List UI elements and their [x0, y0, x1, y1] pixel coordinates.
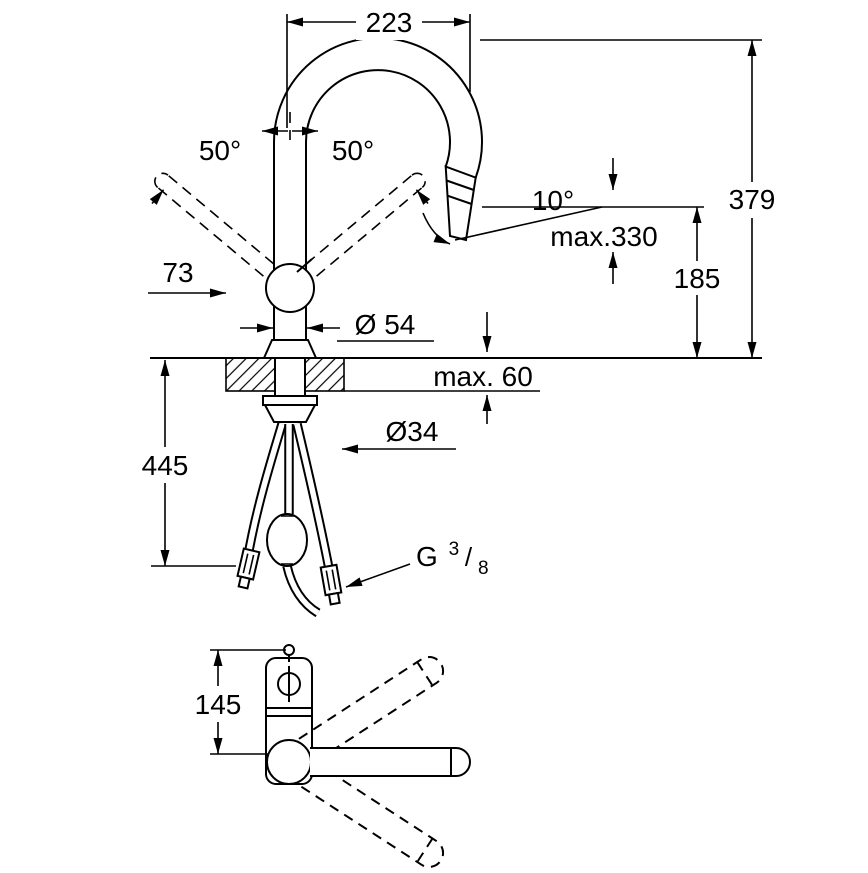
- lever-right-position: [292, 172, 431, 289]
- dim-185-mask: [668, 261, 726, 295]
- top-view-arm-swivel-down: [297, 760, 450, 873]
- dim-swivel-right: 50°: [332, 135, 374, 166]
- top-view-divider-lines: [266, 707, 312, 717]
- dim-thread-leader: [345, 563, 411, 588]
- dim-379-mask: [722, 182, 782, 218]
- hose-weight-collars: [281, 515, 295, 565]
- handle-stub: [296, 258, 313, 273]
- dim-223-mask: [356, 4, 422, 40]
- supply-fitting-left: [236, 547, 261, 590]
- top-view-arm-solid: [309, 747, 471, 777]
- handle-ball-joint: [265, 263, 315, 313]
- swing-arrow-right: [415, 189, 431, 205]
- top-view: 145: [194, 644, 471, 873]
- dim-10-reference-line: [454, 206, 603, 241]
- dim-spout-reach: 223: [366, 7, 413, 38]
- hose-weight: [266, 513, 308, 567]
- threaded-shank: [274, 357, 306, 399]
- dim-10-arc-arrow: [422, 212, 451, 245]
- thread-numerator: 3: [449, 539, 460, 560]
- dim-top-view-depth: 145: [195, 689, 242, 720]
- spray-head-bands: [446, 179, 475, 205]
- dim-223-extension-lines: [286, 14, 471, 128]
- dim-deck-thickness: max. 60: [433, 361, 533, 392]
- thread-g: G: [416, 541, 438, 572]
- thread-slash: /: [465, 542, 473, 572]
- side-view-dimensions: 223 50° 50° 73 Ø 54 10° max.330 379: [141, 4, 782, 588]
- thread-denominator: 8: [478, 558, 489, 579]
- dim-swivel-left: 50°: [199, 135, 241, 166]
- top-view-pivot: [266, 739, 312, 785]
- dim-handle-offset: 73: [162, 257, 193, 288]
- dim-445-mask: [141, 447, 189, 483]
- dim-overall-height: 379: [729, 184, 776, 215]
- mounting-nut: [263, 404, 317, 423]
- mounting-washer: [262, 395, 318, 406]
- dim-hose-length: 445: [142, 450, 189, 481]
- dim-hole-diameter: Ø34: [386, 416, 439, 447]
- pullout-spray-head: [444, 165, 477, 242]
- spout-inner-curve: [305, 69, 451, 167]
- dim-thread: G 3 / 8: [416, 530, 489, 579]
- supply-fitting-right: [319, 563, 343, 606]
- faucet-base-flange: [262, 339, 318, 359]
- dim-body-diameter: Ø 54: [355, 309, 416, 340]
- side-view: [149, 36, 762, 618]
- lever-left-position: [149, 172, 288, 289]
- dim-outlet-height: 185: [674, 263, 721, 294]
- swing-arrow-left: [149, 189, 165, 205]
- top-view-arm-swivel-up: [297, 650, 450, 764]
- dim-145-mask: [194, 686, 242, 722]
- dim-145-extension-lines: [210, 649, 286, 755]
- dim-spray-angle: 10°: [532, 185, 574, 216]
- dim-max-pullout: max.330: [550, 221, 657, 252]
- supply-hoses: [243, 422, 335, 618]
